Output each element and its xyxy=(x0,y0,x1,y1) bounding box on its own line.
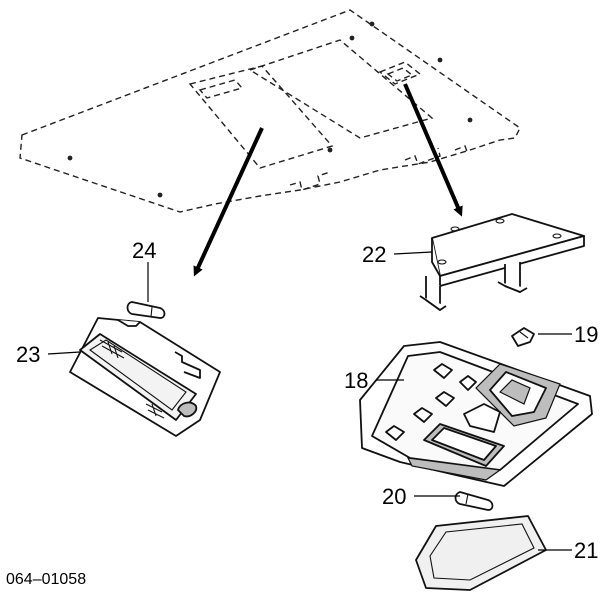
leader-lines xyxy=(47,251,572,551)
part-23-lamp xyxy=(69,317,221,437)
callout-24: 24 xyxy=(132,238,156,263)
part-20-bulb xyxy=(454,491,494,511)
callout-19: 19 xyxy=(574,322,598,347)
part-18-console xyxy=(359,341,593,487)
part-22-bracket xyxy=(419,213,585,311)
pointer-arrows xyxy=(193,83,463,277)
callout-20: 20 xyxy=(382,484,406,509)
callout-21: 21 xyxy=(574,538,598,563)
part-21-lens xyxy=(415,515,547,591)
callout-22: 22 xyxy=(362,242,386,267)
headliner xyxy=(19,9,521,213)
part-19-bulb xyxy=(511,327,535,347)
callout-23: 23 xyxy=(16,342,40,367)
reference-code: 064–01058 xyxy=(6,571,86,588)
callout-18: 18 xyxy=(344,368,368,393)
part-24-bulb xyxy=(126,301,166,319)
